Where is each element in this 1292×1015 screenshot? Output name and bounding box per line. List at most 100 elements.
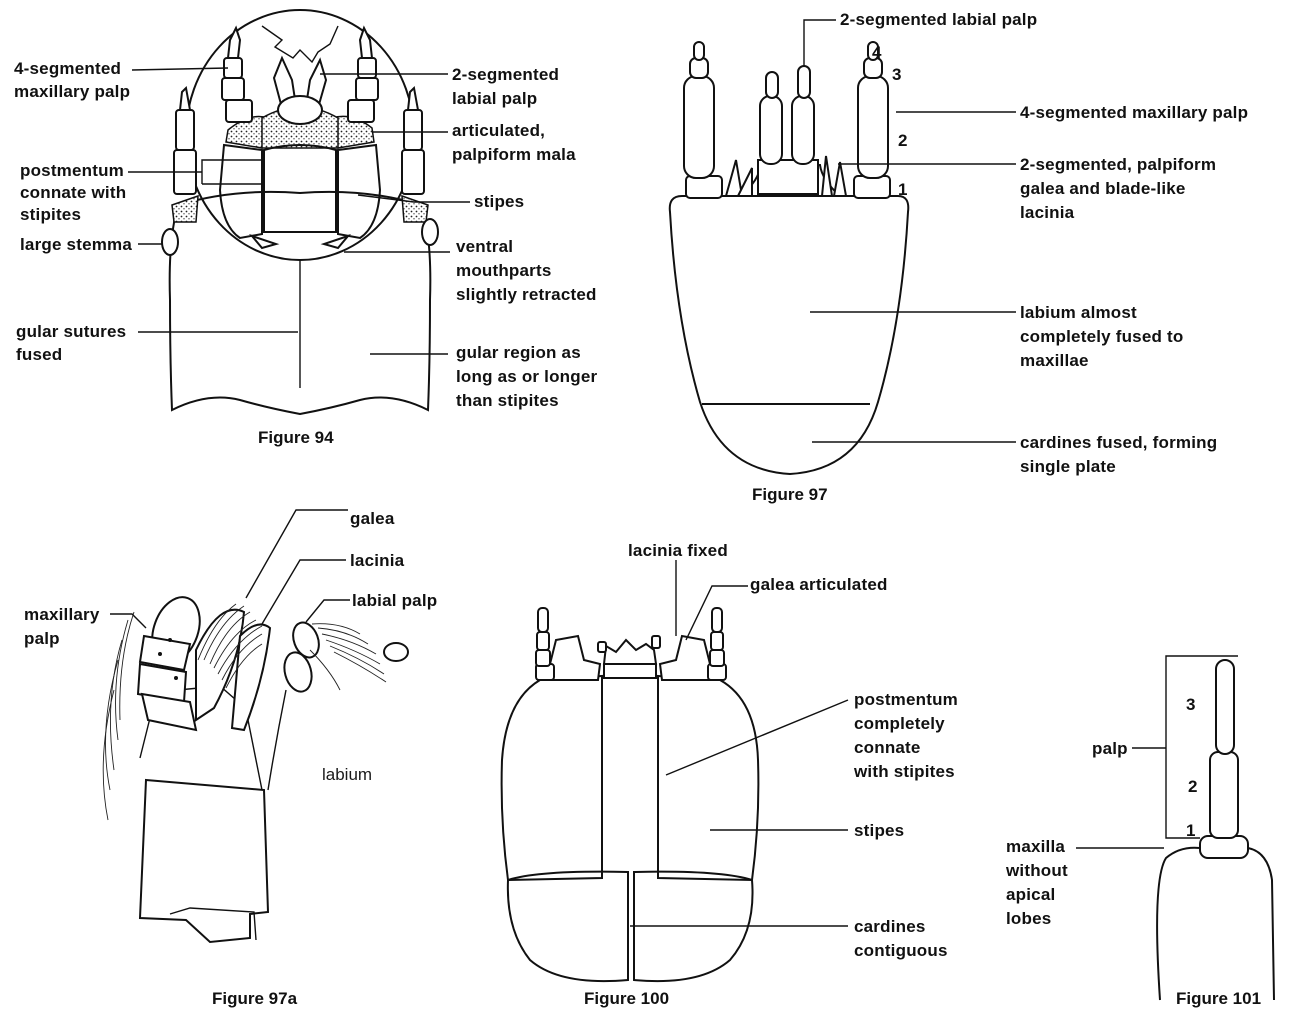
fig97-maxillary-palp-right (854, 42, 890, 198)
fig97-seg-1: 1 (898, 180, 907, 199)
fig100-prementum (604, 664, 656, 678)
fig97-seg-4: 4 (872, 43, 882, 62)
fig94-mandible-left (252, 236, 276, 248)
fig97-seg-2: 2 (898, 131, 907, 150)
fig100-maxillary-palp-right (708, 608, 726, 680)
figure-97a: galea lacinia labial palp maxillary palp… (24, 509, 437, 1008)
fig101-caption: Figure 101 (1176, 989, 1261, 1008)
fig101-palp-seg-1 (1200, 836, 1248, 858)
fig100-label-postmentum-4: with stipites (853, 762, 955, 781)
fig97-maxillary-palp-left (684, 42, 722, 198)
fig97a-caption: Figure 97a (212, 989, 298, 1008)
fig97a-label-maxillary-palp-2: palp (24, 629, 60, 648)
fig100-stipes-left (502, 676, 602, 880)
fig100-mala-right (660, 636, 714, 680)
fig97a-label-lacinia: lacinia (350, 551, 405, 570)
fig97a-label-labium: labium (322, 765, 372, 784)
figure-97: 4 3 2 1 2-segmented labial palp 4-segmen… (670, 10, 1248, 504)
fig94-label-ventral-2: mouthparts (456, 261, 552, 280)
fig100-label-postmentum-1: postmentum (854, 690, 958, 709)
fig101-seg-3: 3 (1186, 695, 1195, 714)
fig94-ligula (278, 96, 322, 124)
fig100-label-cardines-2: contiguous (854, 941, 948, 960)
fig100-caption: Figure 100 (584, 989, 669, 1008)
fig94-caption: Figure 94 (258, 428, 334, 447)
fig100-label-postmentum-3: connate (854, 738, 921, 757)
fig101-seg-2: 2 (1188, 777, 1197, 796)
fig97-labium-plate (670, 196, 909, 474)
fig97a-labial-palp (268, 619, 323, 790)
fig94-label-labial-palp-1: 2-segmented (452, 65, 559, 84)
fig94-label-gular-sutures-1: gular sutures (16, 322, 126, 341)
fig94-maxillary-palp-left (222, 28, 252, 122)
fig97a-labium-base (170, 908, 256, 940)
figure-100: lacinia fixed galea articulated postment… (502, 541, 958, 1008)
fig97a-labial-setae (310, 624, 386, 690)
fig97-label-labium-3: maxillae (1020, 351, 1089, 370)
fig97-label-labial-palp: 2-segmented labial palp (840, 10, 1037, 29)
fig101-palp-seg-3 (1216, 660, 1234, 754)
fig101-maxilla-body (1157, 848, 1274, 1000)
fig94-label-ventral-3: slightly retracted (456, 285, 597, 304)
fig97-lacinia-right (822, 156, 832, 196)
fig94-label-gular-region-1: gular region as (456, 343, 581, 362)
fig101-label-maxilla-1: maxilla (1006, 837, 1065, 856)
fig94-stemma-right (422, 219, 438, 245)
fig94-stipple-lateral-right (402, 196, 428, 222)
fig97a-label-labial-palp: labial palp (352, 591, 437, 610)
fig97-seg-3: 3 (892, 65, 901, 84)
fig101-label-palp: palp (1092, 739, 1128, 758)
fig94-postmentum (264, 145, 336, 232)
fig101-label-maxilla-4: lobes (1006, 909, 1051, 928)
fig97-caption: Figure 97 (752, 485, 828, 504)
fig97-label-labium-2: completely fused to (1020, 327, 1183, 346)
fig100-stipes-right (658, 676, 758, 880)
fig97a-labium-body (140, 780, 268, 942)
fig97-label-cardines-2: single plate (1020, 457, 1116, 476)
fig97-label-galea-2: galea and blade-like (1020, 179, 1186, 198)
figure-94: 4-segmented maxillary palp 2-segmented l… (14, 10, 597, 447)
fig94-label-labial-palp-2: labial palp (452, 89, 537, 108)
fig97-galea-right (834, 162, 846, 196)
fig94-label-postmentum-1: postmentum (20, 161, 124, 180)
fig101-label-maxilla-3: apical (1006, 885, 1055, 904)
fig94-outer-palp-left (174, 88, 196, 194)
fig97a-labial-tip (384, 643, 408, 661)
fig100-postmentum-edges (602, 676, 658, 878)
fig100-ligula (604, 640, 656, 664)
fig94-label-stemma: large stemma (20, 235, 132, 254)
fig97-labial-palps (760, 66, 814, 164)
fig94-label-ventral-1: ventral (456, 237, 513, 256)
fig97-label-galea-1: 2-segmented, palpiform (1020, 155, 1216, 174)
fig100-label-stipes: stipes (854, 821, 904, 840)
figure-101: 3 2 1 palp maxilla without apical lobes … (1005, 656, 1274, 1008)
fig100-label-galea-articulated: galea articulated (750, 575, 888, 594)
fig94-label-maxillary-palp-2: maxillary palp (14, 82, 130, 101)
fig94-stemma-left (162, 229, 178, 255)
fig94-label-gular-region-2: long as or longer (456, 367, 597, 386)
fig97a-label-galea: galea (350, 509, 395, 528)
fig100-cardo-left (508, 872, 628, 981)
fig94-label-mala-2: palpiform mala (452, 145, 576, 164)
fig94-label-gular-region-3: than stipites (456, 391, 559, 410)
fig94-label-postmentum-2: connate with (20, 183, 126, 202)
fig101-palp-seg-2 (1210, 752, 1238, 838)
fig94-label-maxillary-palp-1: 4-segmented (14, 59, 121, 78)
fig101-label-maxilla-2: without (1005, 861, 1068, 880)
fig97-label-galea-3: lacinia (1020, 203, 1075, 222)
fig94-stipple-lateral-left (172, 196, 198, 222)
fig101-seg-1: 1 (1186, 821, 1195, 840)
fig100-label-lacinia-fixed: lacinia fixed (628, 541, 728, 560)
fig100-maxillary-palp-left (536, 608, 554, 680)
fig94-mandible-right (324, 236, 348, 248)
fig97a-label-maxillary-palp-1: maxillary (24, 605, 100, 624)
fig97-label-maxillary-palp: 4-segmented maxillary palp (1020, 103, 1248, 122)
fig94-labrum-zigzag (262, 26, 338, 62)
fig97-label-cardines-1: cardines fused, forming (1020, 433, 1217, 452)
fig94-outer-palp-right (402, 88, 424, 194)
fig97-label-labium-1: labium almost (1020, 303, 1137, 322)
fig97-prementum-rect (758, 160, 818, 194)
fig94-label-mala-1: articulated, (452, 121, 545, 140)
